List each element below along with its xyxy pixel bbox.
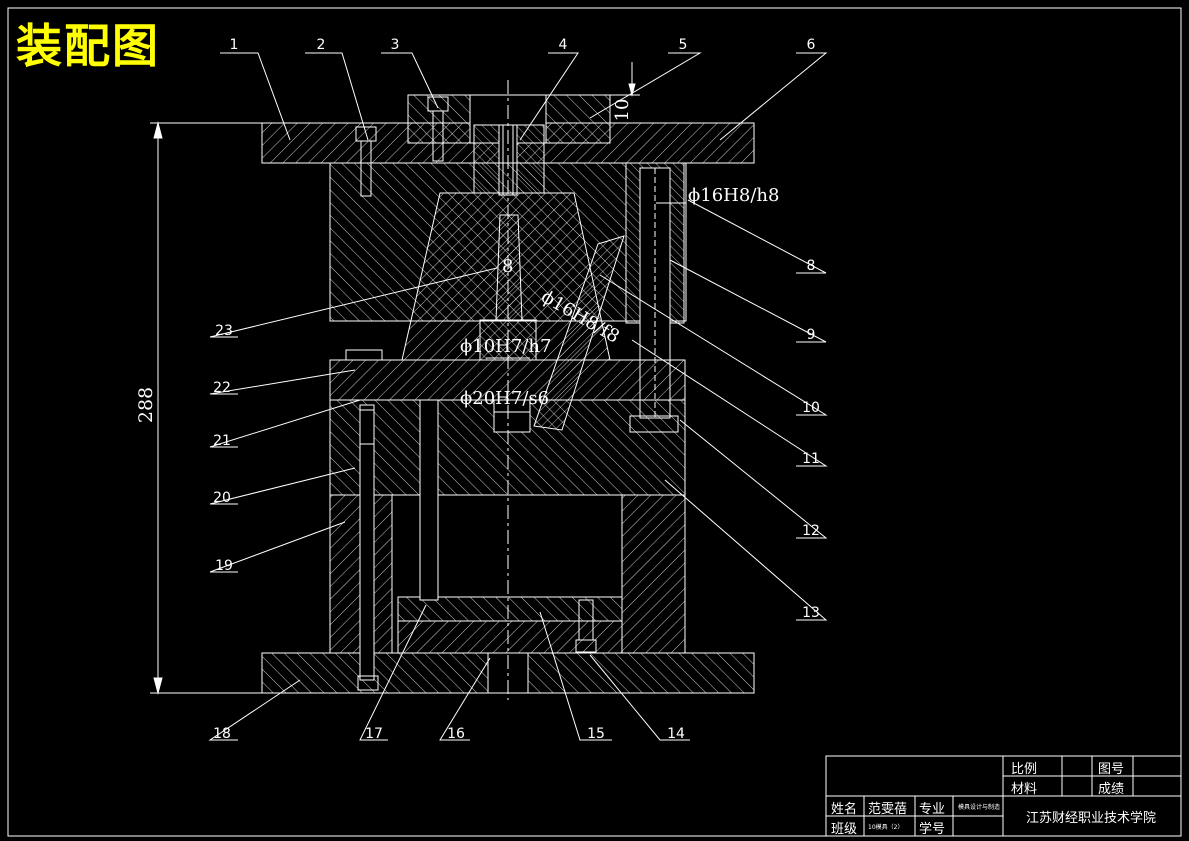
dim-top-offset: 10 [612, 99, 633, 122]
ejector-pin [419, 399, 439, 601]
dim-fit-sleeve: ϕ10H7/h7 [460, 336, 551, 357]
part-number-15: 15 [587, 726, 605, 742]
part-number-9: 9 [807, 327, 816, 343]
dim-fit-guide: ϕ16H8/h8 [688, 185, 779, 206]
part-number-12: 12 [802, 523, 820, 539]
part-number-16: 16 [447, 726, 465, 742]
material-label: 材料 [1011, 782, 1038, 797]
dim-height: 288 [135, 387, 157, 423]
part-number-4: 4 [559, 37, 568, 53]
scale-label: 比例 [1011, 762, 1038, 777]
name-value: 范雯蓓 [868, 802, 908, 817]
dimension-lines [150, 62, 686, 695]
class-value: 10模具（2） [868, 824, 904, 831]
part-number-5: 5 [679, 37, 688, 53]
part-number-2: 2 [317, 37, 326, 53]
drawing-title: 装配图 [16, 19, 160, 73]
major-value: 模具设计与制造 [958, 804, 1001, 811]
part-number-11: 11 [802, 451, 820, 467]
spacer-block-right [621, 494, 686, 654]
part-number-3: 3 [391, 37, 400, 53]
dim-fit-press: ϕ20H7/s6 [460, 388, 549, 409]
class-label: 班级 [831, 822, 858, 837]
part-number-21: 21 [213, 433, 231, 449]
major-label: 专业 [919, 802, 946, 817]
part-number-20: 20 [213, 490, 231, 506]
part-number-17: 17 [365, 726, 383, 742]
part-number-22: 22 [213, 380, 231, 396]
drawing-frame [7, 7, 1182, 837]
part-number-19: 19 [215, 558, 233, 574]
title-block [825, 755, 1182, 837]
grade-label: 成绩 [1098, 782, 1125, 797]
part-number-6: 6 [807, 37, 816, 53]
mold-geometry [261, 80, 755, 700]
ejector-retainer-plate [397, 596, 623, 622]
part-number-18: 18 [213, 726, 231, 742]
part-number-10: 10 [802, 400, 820, 416]
part-number-13: 13 [802, 605, 820, 621]
drawing-no-label: 图号 [1098, 762, 1125, 777]
part-number-14: 14 [667, 726, 685, 742]
part-number-8: 8 [807, 258, 816, 274]
part-number-23: 23 [215, 323, 233, 339]
long-screw [359, 404, 375, 681]
dim-small: 8 [502, 256, 513, 277]
name-label: 姓名 [831, 802, 858, 817]
leader-lines [208, 52, 828, 741]
part-number-1: 1 [230, 37, 239, 53]
ejector-plate [397, 620, 623, 654]
student-no-label: 学号 [919, 822, 946, 837]
school-name: 江苏财经职业技术学院 [1026, 811, 1157, 826]
